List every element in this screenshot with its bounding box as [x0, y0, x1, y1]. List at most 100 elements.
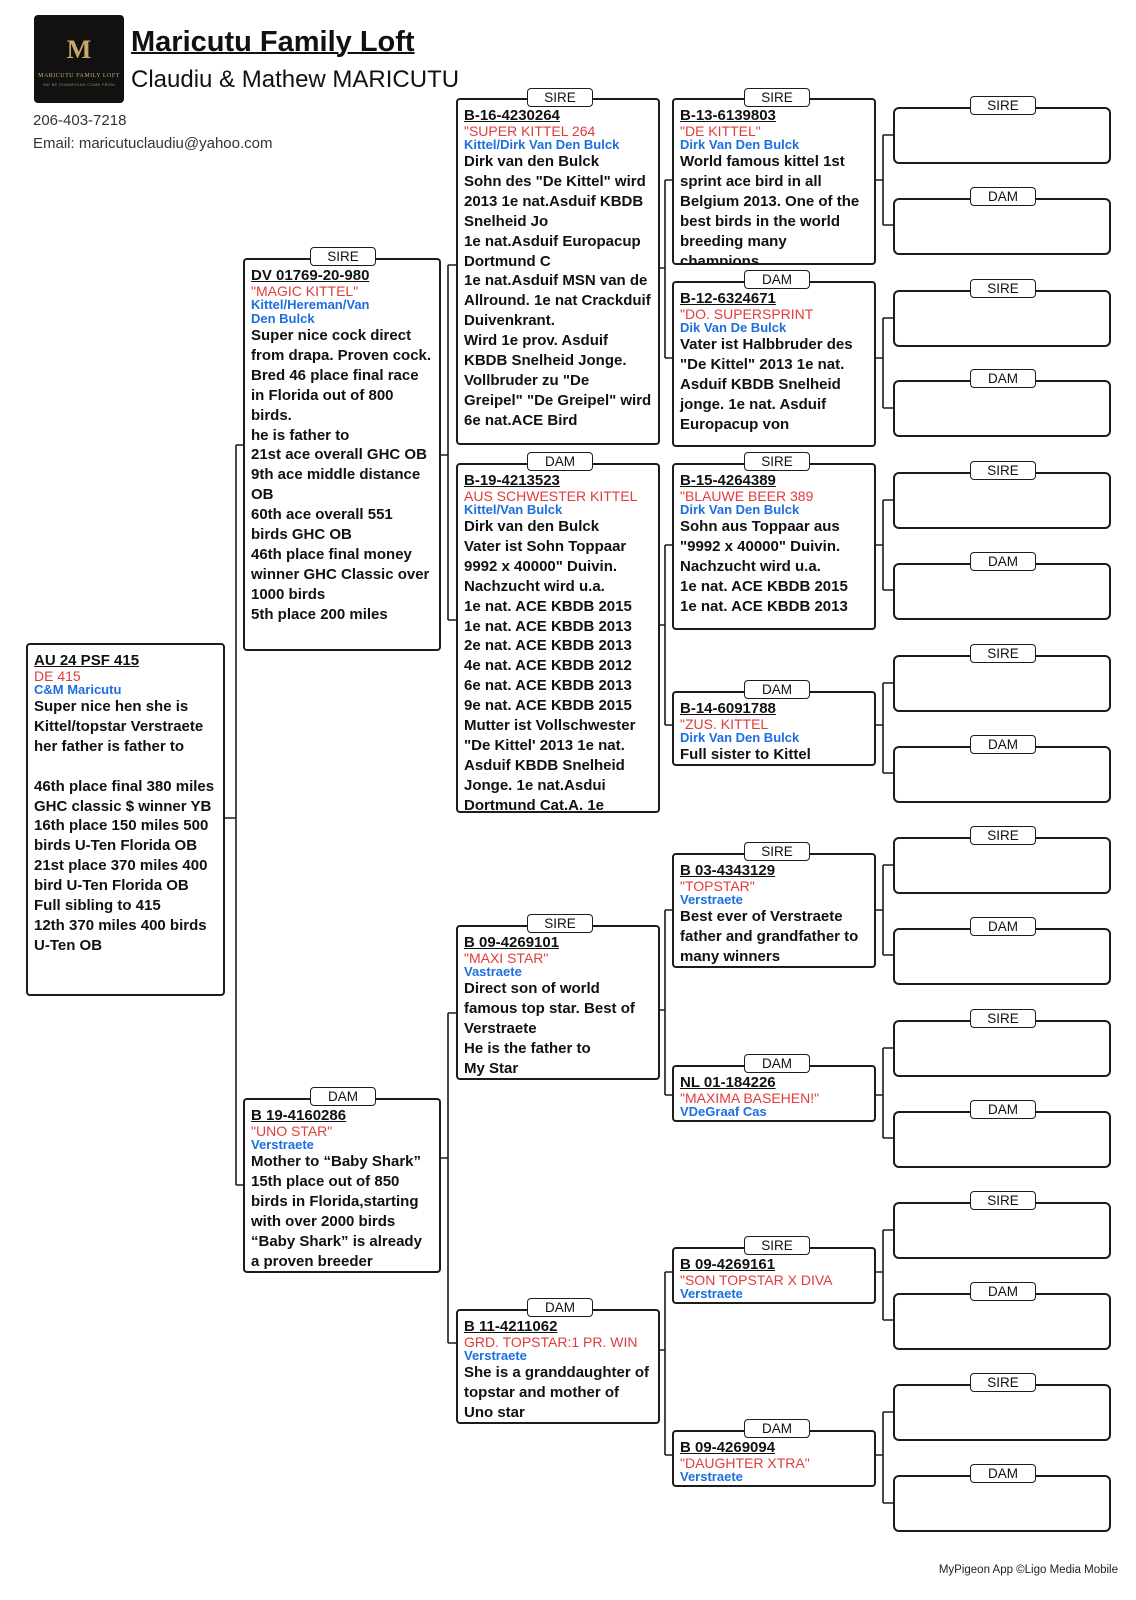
dam-label: DAM: [970, 1282, 1036, 1301]
bird-notes: World famous kittel 1st sprint ace bird …: [680, 153, 860, 265]
breeder: Dik Van De Bulck: [680, 320, 787, 335]
bird-notes: Full sister to Kittel: [680, 746, 811, 763]
breeder: Dirk Van Den Bulck: [680, 137, 800, 152]
ring-number: DV 01769-20-980: [251, 267, 370, 284]
dam-label: DAM: [744, 1419, 810, 1438]
ring-number: B 19-4160286: [251, 1107, 347, 1124]
ring-number: B 03-4343129: [680, 862, 776, 879]
bird-name: "DAUGHTER XTRA": [680, 1455, 810, 1471]
gen5-sire-card-5: [893, 837, 1111, 894]
ring-number: B-15-4264389: [680, 472, 776, 489]
ddd-card: B 09-4269094 "DAUGHTER XTRA" Verstraete: [672, 1430, 876, 1487]
dam-label: DAM: [527, 1298, 593, 1317]
bird-name: AUS SCHWESTER KITTEL: [464, 488, 638, 504]
breeder: Kittel/Van Bulck: [464, 502, 563, 517]
dam-label: DAM: [970, 735, 1036, 754]
dam-label: DAM: [744, 680, 810, 699]
app-credit: MyPigeon App ©Ligo Media Mobile: [938, 1564, 1118, 1576]
ring-number: B-12-6324671: [680, 290, 776, 307]
dam-label: DAM: [970, 552, 1036, 571]
sire-label: SIRE: [527, 914, 593, 933]
dam-label: DAM: [744, 1054, 810, 1073]
sire-label: SIRE: [744, 452, 810, 471]
breeder: Kittel/Dirk Van Den Bulck: [464, 137, 620, 152]
bird-name: "MAXIMA BASEHEN!": [680, 1090, 820, 1106]
sire-label: SIRE: [744, 88, 810, 107]
gen5-sire-card-1: [893, 107, 1111, 164]
breeder: Verstraete: [680, 892, 743, 907]
owner-names: Claudiu & Mathew MARICUTU: [131, 66, 460, 93]
ring-number: AU 24 PSF 415: [34, 652, 140, 669]
gen5-dam-card-6: [893, 1111, 1111, 1168]
sds-card: B-15-4264389 "BLAUWE BEER 389 Dirk Van D…: [672, 463, 876, 630]
sire-label: SIRE: [744, 1236, 810, 1255]
dam-label: DAM: [970, 369, 1036, 388]
gen5-dam-card-2: [893, 380, 1111, 437]
breeder: Verstraete: [251, 1137, 314, 1152]
dam-label: DAM: [744, 270, 810, 289]
sss-card: B-13-6139803 "DE KITTEL" Dirk Van Den Bu…: [672, 98, 876, 265]
breeder: Verstraete: [680, 1469, 743, 1484]
sire-label: SIRE: [970, 461, 1036, 480]
bird-name: "SON TOPSTAR X DIVA: [680, 1272, 833, 1288]
breeder: Vastraete: [464, 964, 522, 979]
dam-label: DAM: [527, 452, 593, 471]
sire-label: SIRE: [970, 1009, 1036, 1028]
dam-label: DAM: [970, 917, 1036, 936]
subject-bird-card: AU 24 PSF 415 DE 415 C&M Maricutu Super …: [26, 643, 225, 996]
bird-name: "ZUS. KITTEL: [680, 716, 769, 732]
ring-number: B 09-4269101: [464, 934, 560, 951]
sire-label: SIRE: [970, 826, 1036, 845]
gen5-dam-card-5: [893, 928, 1111, 985]
gen5-dam-card-8: [893, 1475, 1111, 1532]
bird-notes: She is a granddaughter of topstar and mo…: [464, 1364, 650, 1421]
sire-label: SIRE: [310, 247, 376, 266]
bird-notes: Best ever of Verstraete father and grand…: [680, 908, 859, 965]
dam-label: DAM: [970, 1464, 1036, 1483]
ring-number: B-16-4230264: [464, 107, 560, 124]
logo-text: MARICUTU FAMILY LOFT: [38, 73, 120, 79]
sire-card: DV 01769-20-980 "MAGIC KITTEL" Kittel/He…: [243, 258, 441, 651]
gen5-sire-card-4: [893, 655, 1111, 712]
sire-label: SIRE: [744, 842, 810, 861]
ring-number: B 09-4269094: [680, 1439, 776, 1456]
breeder: Dirk Van Den Bulck: [680, 730, 800, 745]
breeder: Verstraete: [464, 1348, 527, 1363]
gen5-dam-card-7: [893, 1293, 1111, 1350]
bird-name: "MAGIC KITTEL": [251, 283, 359, 299]
ring-number: NL 01-184226: [680, 1074, 776, 1091]
gen5-sire-card-6: [893, 1020, 1111, 1077]
breeder: Verstraete: [680, 1286, 743, 1301]
dam-dam-card: B 11-4211062 GRD. TOPSTAR:1 PR. WIN Vers…: [456, 1309, 660, 1424]
gen5-sire-card-7: [893, 1202, 1111, 1259]
dam-sire-card: B 09-4269101 "MAXI STAR" Vastraete Direc…: [456, 925, 660, 1080]
loft-logo: M MARICUTU FAMILY LOFT WE BE CHAMPIONS C…: [34, 15, 124, 103]
sire-label: SIRE: [970, 644, 1036, 663]
bird-name: "BLAUWE BEER 389: [680, 488, 814, 504]
dam-label: DAM: [970, 187, 1036, 206]
ring-number: B-13-6139803: [680, 107, 776, 124]
sire-dam-card: B-19-4213523 AUS SCHWESTER KITTEL Kittel…: [456, 463, 660, 813]
logo-monogram: M: [66, 35, 92, 64]
dam-card: B 19-4160286 "UNO STAR" Verstraete Mothe…: [243, 1098, 441, 1273]
bird-notes: Super nice cock direct from drapa. Prove…: [251, 327, 432, 623]
sdd-card: B-14-6091788 "ZUS. KITTEL Dirk Van Den B…: [672, 691, 876, 766]
sire-label: SIRE: [970, 279, 1036, 298]
sire-label: SIRE: [970, 96, 1036, 115]
bird-notes: Super nice hen she is Kittel/topstar Ver…: [34, 698, 215, 954]
ring-number: B-14-6091788: [680, 700, 776, 717]
bird-name: "UNO STAR": [251, 1123, 333, 1139]
bird-name: "SUPER KITTEL 264: [464, 123, 596, 139]
bird-name: "DE KITTEL": [680, 123, 761, 139]
dds-card: B 09-4269161 "SON TOPSTAR X DIVA Verstra…: [672, 1247, 876, 1304]
phone-number: 206-403-7218: [33, 112, 127, 129]
loft-title: Maricutu Family Loft: [131, 26, 415, 58]
sire-label: SIRE: [970, 1373, 1036, 1392]
ring-number: B 11-4211062: [464, 1318, 558, 1335]
breeder: C&M Maricutu: [34, 682, 122, 697]
gen5-dam-card-1: [893, 198, 1111, 255]
dsd-card: NL 01-184226 "MAXIMA BASEHEN!" VDeGraaf …: [672, 1065, 876, 1122]
bird-notes: Sohn aus Toppaar aus "9992 x 40000" Duiv…: [680, 518, 848, 615]
